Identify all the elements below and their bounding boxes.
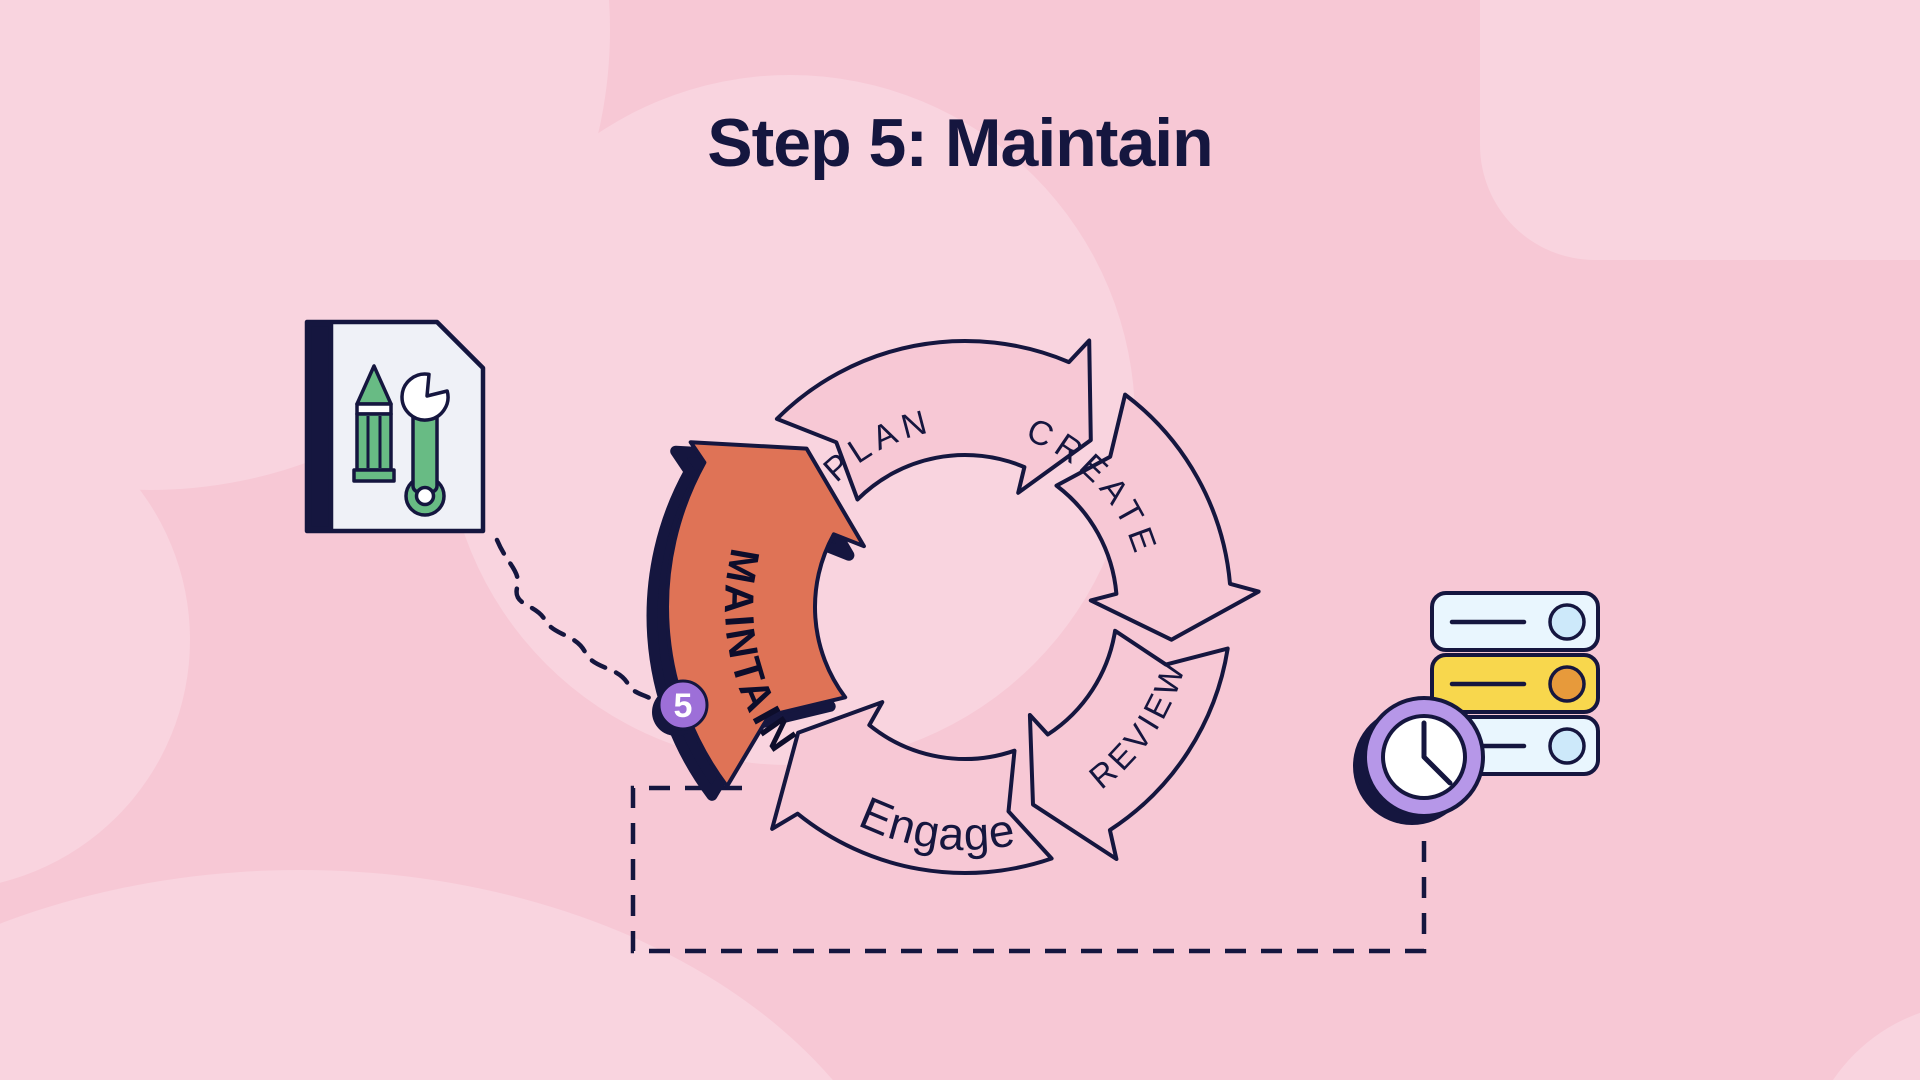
document-tools-icon xyxy=(304,319,486,534)
page-title: Step 5: Maintain xyxy=(707,105,1213,181)
cycle-arrow-review xyxy=(1027,628,1230,861)
wrench-icon xyxy=(400,372,450,517)
server-stack-icon xyxy=(1430,591,1600,776)
server-led xyxy=(1548,665,1586,703)
step-badge: 5 xyxy=(652,679,709,736)
cycle-arrow-engage xyxy=(770,700,1054,875)
server-led xyxy=(1548,727,1586,765)
server-row-top xyxy=(1430,591,1600,652)
step-badge-number: 5 xyxy=(674,687,693,725)
cycle-arrow-plan xyxy=(774,338,1093,502)
blob-bottom-right xyxy=(1833,1012,1920,1080)
document-spine xyxy=(306,321,334,532)
cycle-arrow-create xyxy=(1054,392,1261,642)
clock-hands xyxy=(1421,720,1453,786)
dashed-route-connector xyxy=(630,785,1427,954)
clock-icon xyxy=(1353,696,1485,825)
server-row-middle xyxy=(1430,653,1600,714)
document-page xyxy=(304,319,486,534)
blob-top-right xyxy=(1480,0,1920,260)
blob-left xyxy=(0,397,190,883)
blob-bottom-left xyxy=(0,870,833,1080)
step-badge-circle xyxy=(657,679,709,731)
server-led xyxy=(1548,603,1586,641)
pencil-icon xyxy=(352,364,396,483)
